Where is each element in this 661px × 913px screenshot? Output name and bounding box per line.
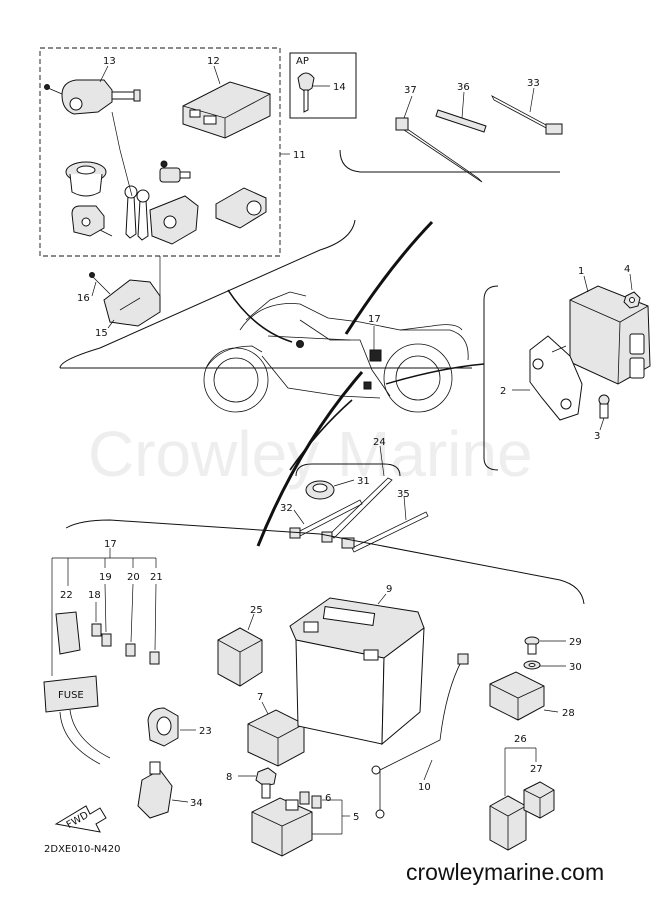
fuse-box-part[interactable]: FUSE <box>43 611 111 765</box>
pointer-arrow-ties <box>289 399 353 471</box>
callout-21[interactable]: 21 <box>150 572 163 583</box>
callout-9[interactable]: 9 <box>386 584 392 595</box>
connector-28-part[interactable] <box>489 671 545 721</box>
nut-part[interactable] <box>623 291 641 309</box>
fuel-cap-lock-part[interactable] <box>65 161 107 197</box>
callout-31[interactable]: 31 <box>357 476 370 487</box>
callout-37[interactable]: 37 <box>404 85 417 96</box>
footer-url[interactable]: crowleymarine.com <box>406 859 604 885</box>
group-boundary-top-right <box>339 149 560 173</box>
starter-relay-cover-part[interactable] <box>247 709 305 767</box>
callout-20[interactable]: 20 <box>127 572 140 583</box>
callout-32[interactable]: 32 <box>280 503 293 514</box>
fuse-label: FUSE <box>58 690 84 701</box>
callout-12[interactable]: 12 <box>207 56 220 67</box>
callout-19[interactable]: 19 <box>99 572 112 583</box>
pointer-arrow-ecu <box>344 220 434 335</box>
callout-25[interactable]: 25 <box>250 605 263 616</box>
clamp-36-part[interactable] <box>435 109 487 133</box>
callout-23[interactable]: 23 <box>199 726 212 737</box>
callout-28[interactable]: 28 <box>562 708 575 719</box>
battery-cable-part[interactable] <box>371 653 469 819</box>
callout-24[interactable]: 24 <box>373 437 386 448</box>
fuse-18-part[interactable] <box>91 623 102 637</box>
key-pair-part[interactable] <box>124 185 150 241</box>
switch-cover-part[interactable] <box>71 205 113 237</box>
callout-17-top[interactable]: 17 <box>368 314 381 325</box>
callout-2[interactable]: 2 <box>500 386 506 397</box>
pointer-arrow-right <box>385 363 485 385</box>
screw-29-part[interactable] <box>524 636 540 655</box>
group-boundary-bottom <box>65 519 585 605</box>
group-boundary-ties <box>295 463 401 477</box>
cable-tie-33-part[interactable] <box>491 95 563 135</box>
callout-22[interactable]: 22 <box>60 590 73 601</box>
callout-6[interactable]: 6 <box>325 793 331 804</box>
washer-30-part[interactable] <box>523 660 541 670</box>
watermark-text: Crowley Marine <box>88 418 533 490</box>
callout-10[interactable]: 10 <box>418 782 431 793</box>
ap-frame <box>289 52 357 119</box>
callout-35[interactable]: 35 <box>397 489 410 500</box>
callout-30[interactable]: 30 <box>569 662 582 673</box>
relay-27-part[interactable] <box>523 781 555 819</box>
clamp-31-part[interactable] <box>305 480 335 500</box>
callout-4[interactable]: 4 <box>624 264 630 275</box>
seat-lock-part[interactable] <box>159 160 191 183</box>
callout-15[interactable]: 15 <box>95 328 108 339</box>
callout-7[interactable]: 7 <box>257 692 263 703</box>
callout-14[interactable]: 14 <box>333 82 346 93</box>
group-boundary-right <box>483 285 499 471</box>
callout-26[interactable]: 26 <box>514 734 527 745</box>
callout-8[interactable]: 8 <box>226 772 232 783</box>
bolt-3-part[interactable] <box>598 394 610 419</box>
ecu-part[interactable] <box>182 81 271 139</box>
cover-15-part[interactable] <box>89 256 161 327</box>
callout-5[interactable]: 5 <box>353 812 359 823</box>
steering-lock-part[interactable] <box>149 195 199 245</box>
relay-25-part[interactable] <box>217 627 263 687</box>
callout-13[interactable]: 13 <box>103 56 116 67</box>
diagram-code: 2DXE010-N420 <box>44 844 121 855</box>
pointer-arrow-lock <box>227 289 293 343</box>
motorcycle-silhouette <box>203 291 469 413</box>
callout-18[interactable]: 18 <box>88 590 101 601</box>
holder-34-part[interactable] <box>137 761 173 819</box>
fuse-leaders <box>51 548 157 676</box>
ap-key-group: AP 14 <box>289 52 357 119</box>
group-boundary-upper-left <box>59 219 356 369</box>
callout-34[interactable]: 34 <box>190 798 203 809</box>
bracket-part[interactable] <box>529 335 583 421</box>
callout-27[interactable]: 27 <box>530 764 543 775</box>
spare-fuse-6-part[interactable] <box>299 791 322 809</box>
callout-29[interactable]: 29 <box>569 637 582 648</box>
key-part[interactable] <box>297 72 315 113</box>
starter-relay-part[interactable] <box>251 797 313 857</box>
lock-cover-part[interactable] <box>215 187 267 229</box>
callout-16[interactable]: 16 <box>77 293 90 304</box>
callout-3[interactable]: 3 <box>594 431 600 442</box>
callout-17-bottom[interactable]: 17 <box>104 539 117 550</box>
main-switch-part[interactable] <box>44 79 141 115</box>
fuse-21-part[interactable] <box>149 651 160 665</box>
callout-36[interactable]: 36 <box>457 82 470 93</box>
fwd-arrow-icon: FWD <box>54 805 107 833</box>
pointer-arrow-battery <box>256 371 364 547</box>
fuse-19-part[interactable] <box>101 633 112 647</box>
fuse-20-part[interactable] <box>125 643 136 657</box>
battery-part[interactable] <box>289 597 425 746</box>
cable-tie-37-part[interactable] <box>395 117 483 183</box>
holder-23-part[interactable] <box>147 707 179 747</box>
callout-11[interactable]: 11 <box>293 150 306 161</box>
ap-label: AP <box>296 56 309 67</box>
relay-26-part[interactable] <box>489 795 527 851</box>
cable-tie-35-part[interactable] <box>341 511 429 553</box>
bolt-8-part[interactable] <box>255 767 277 799</box>
callout-1[interactable]: 1 <box>578 266 584 277</box>
callout-33[interactable]: 33 <box>527 78 540 89</box>
ignition-lock-set-group: 11 13 12 <box>39 47 306 257</box>
